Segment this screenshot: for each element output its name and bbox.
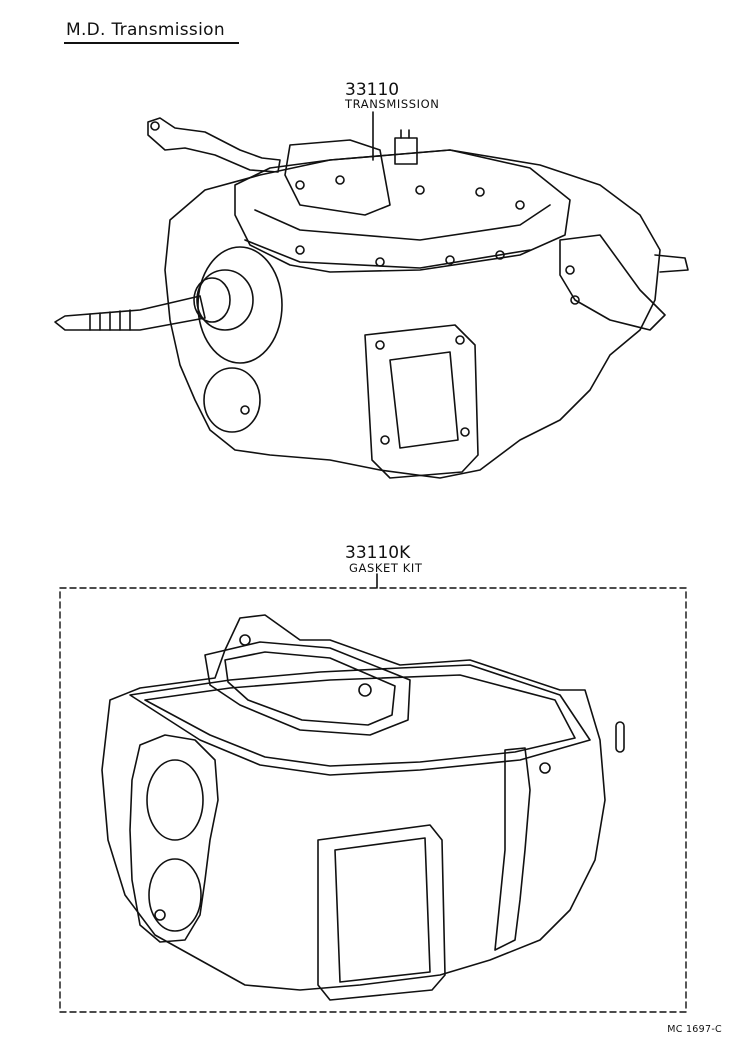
bolts — [240, 175, 580, 445]
part-number-transmission: 33110 — [345, 80, 400, 100]
page-title: M.D. Transmission — [66, 20, 225, 40]
front-gasket-bore-lower — [148, 858, 202, 932]
front-bearing-retainer — [197, 246, 283, 364]
side-cover-plate — [389, 351, 459, 449]
front-gasket — [129, 734, 219, 943]
transmission-drawing — [54, 111, 689, 479]
gasket-kit-drawing — [59, 573, 687, 1013]
rear-slot — [615, 721, 625, 753]
switch-body — [394, 137, 418, 165]
transmission-case — [164, 149, 661, 479]
bracket-hole — [150, 121, 160, 131]
top-gasket-inner — [144, 674, 576, 767]
top-cover-seam — [254, 204, 551, 241]
shift-bracket — [147, 117, 281, 173]
part-name-gasket-kit: GASKET KIT — [349, 561, 423, 575]
top-cover — [234, 149, 571, 273]
output-shaft — [654, 254, 689, 273]
part-number-gasket-kit: 33110K — [345, 543, 411, 563]
shift-housing — [284, 139, 391, 216]
front-bearing-cap — [196, 269, 254, 331]
cover-gasket-inner — [224, 651, 396, 726]
gasket-kit-boundary — [59, 587, 687, 1013]
front-lower-cap — [203, 367, 261, 433]
part-name-transmission: TRANSMISSION — [345, 97, 440, 111]
side-cover-gasket-inner — [334, 837, 431, 983]
title-underline — [64, 42, 239, 44]
rear-gasket — [494, 747, 531, 951]
input-shaft — [54, 295, 206, 331]
top-cover-flange — [244, 239, 531, 269]
front-gasket-bore-upper — [146, 759, 204, 841]
top-gasket — [129, 664, 591, 776]
cover-gasket — [204, 641, 411, 736]
rear-mount — [559, 234, 666, 331]
footer-code: MC 1697-C — [667, 1024, 722, 1035]
side-cover — [364, 324, 479, 479]
case-outline — [101, 614, 606, 991]
side-cover-gasket — [317, 824, 446, 1001]
